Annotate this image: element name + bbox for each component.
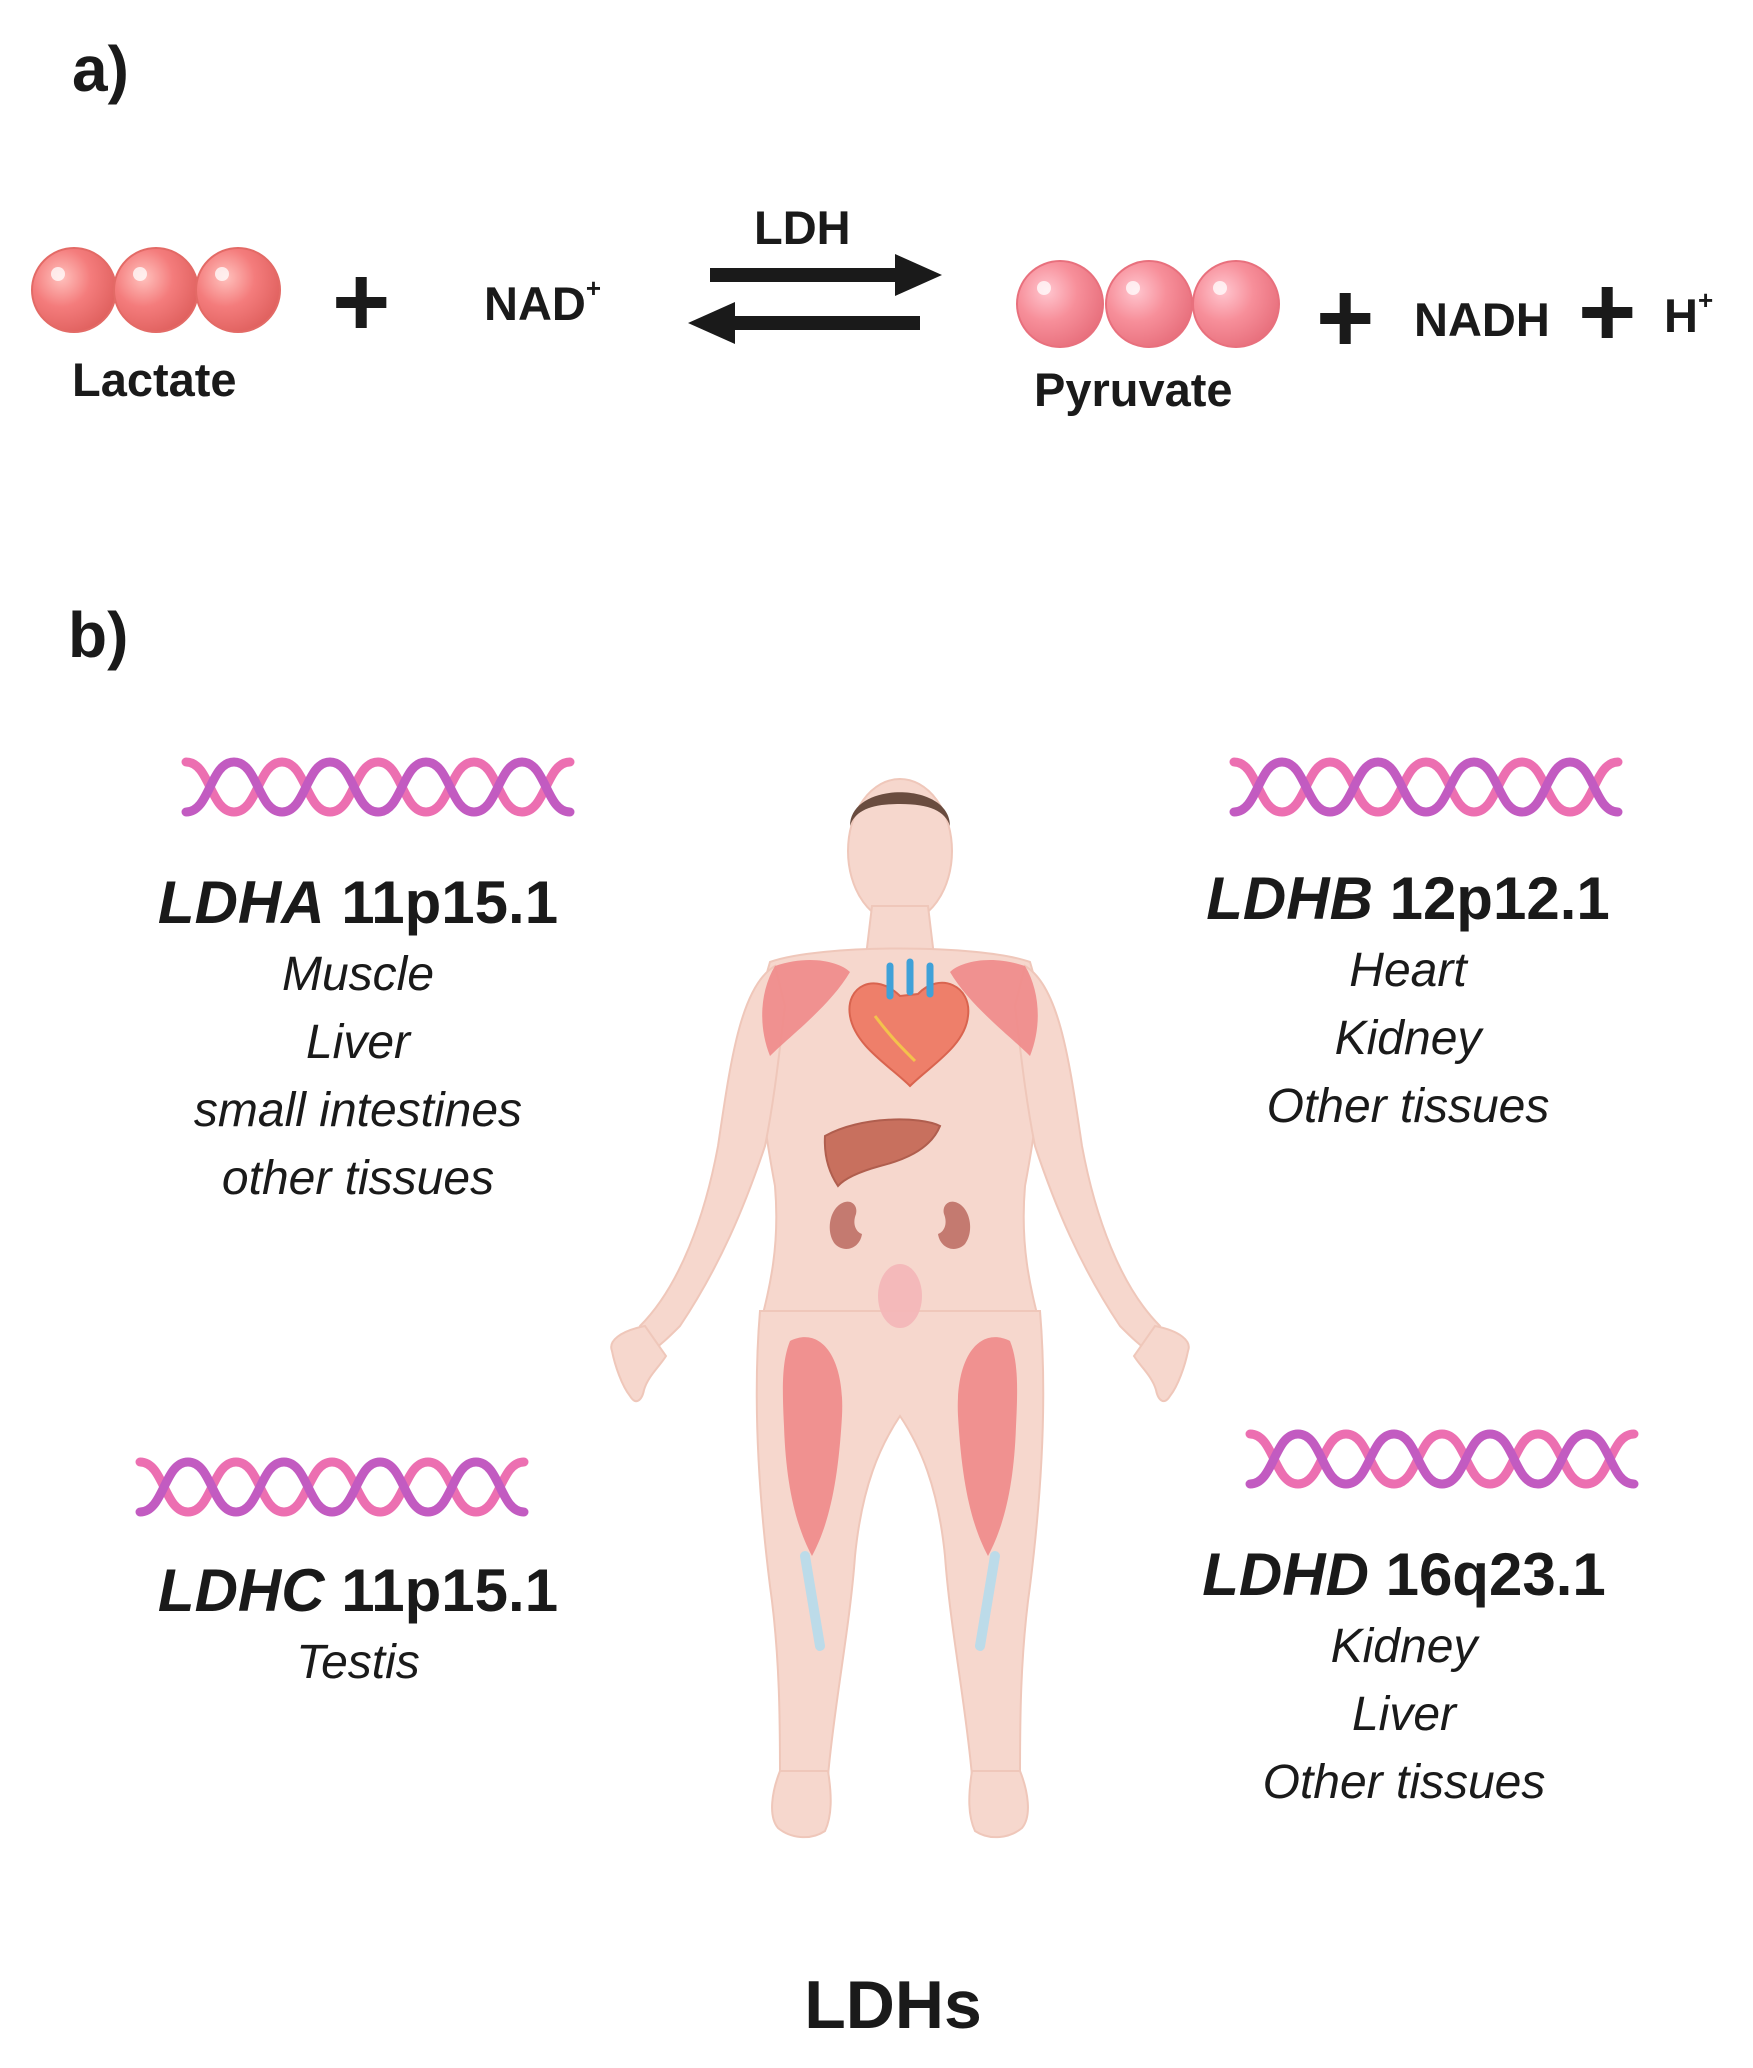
human-body-icon — [610, 778, 1190, 1839]
dna-helix-icon — [1229, 757, 1623, 817]
plus-sign-2: + — [1316, 262, 1375, 374]
reversible-arrow-icon — [688, 254, 942, 344]
pyruvate-molecule-icon — [1016, 260, 1280, 348]
gene-block-ldha: LDHA 11p15.1 Muscle Liver small intestin… — [158, 868, 558, 1213]
gene-block-ldhb: LDHB 12p12.1 Heart Kidney Other tissues — [1206, 864, 1609, 1141]
kidney-icon — [829, 1201, 971, 1249]
dna-helix-icon — [1245, 1429, 1639, 1489]
panel-a-label: a) — [72, 33, 129, 105]
ldh-enzyme-label: LDH — [754, 201, 851, 254]
tissue-list: Testis — [296, 1636, 420, 1689]
heart-icon — [848, 958, 970, 1088]
lactate-label: Lactate — [72, 353, 237, 406]
lactate-molecule-icon — [31, 247, 281, 333]
muscle-icon — [957, 1337, 1018, 1556]
tissue-list: Heart Kidney Other tissues — [1266, 944, 1550, 1133]
muscle-icon — [950, 959, 1038, 1056]
hair-icon — [850, 792, 950, 826]
proton-label: H+ — [1664, 285, 1714, 342]
bladder-icon — [878, 1264, 922, 1328]
plus-sign-3: + — [1578, 256, 1637, 368]
figure-caption: LDHs — [804, 1967, 982, 2043]
gene-block-ldhd: LDHD 16q23.1 Kidney Liver Other tissues — [1202, 1540, 1605, 1817]
pyruvate-label: Pyruvate — [1034, 363, 1233, 416]
nadh-label: NADH — [1414, 293, 1550, 346]
dna-helix-icon — [181, 757, 575, 817]
gene-block-ldhc: LDHC 11p15.1 Testis — [158, 1556, 558, 1697]
muscle-icon — [782, 1337, 843, 1556]
gene-title: LDHA 11p15.1 — [157, 869, 559, 936]
dna-helix-icon — [135, 1457, 529, 1517]
tissue-list: Muscle Liver small intestines other tiss… — [193, 948, 523, 1205]
tissue-list: Kidney Liver Other tissues — [1262, 1620, 1546, 1809]
gene-title: LDHD 16q23.1 — [1202, 1541, 1606, 1608]
gene-title: LDHC 11p15.1 — [157, 1557, 559, 1624]
gene-title: LDHB 12p12.1 — [1206, 865, 1610, 932]
panel-b-label: b) — [68, 599, 129, 671]
plus-sign-1: + — [332, 246, 391, 358]
liver-icon — [823, 1118, 942, 1188]
nad-label: NAD+ — [484, 273, 602, 330]
muscle-icon — [762, 959, 850, 1056]
